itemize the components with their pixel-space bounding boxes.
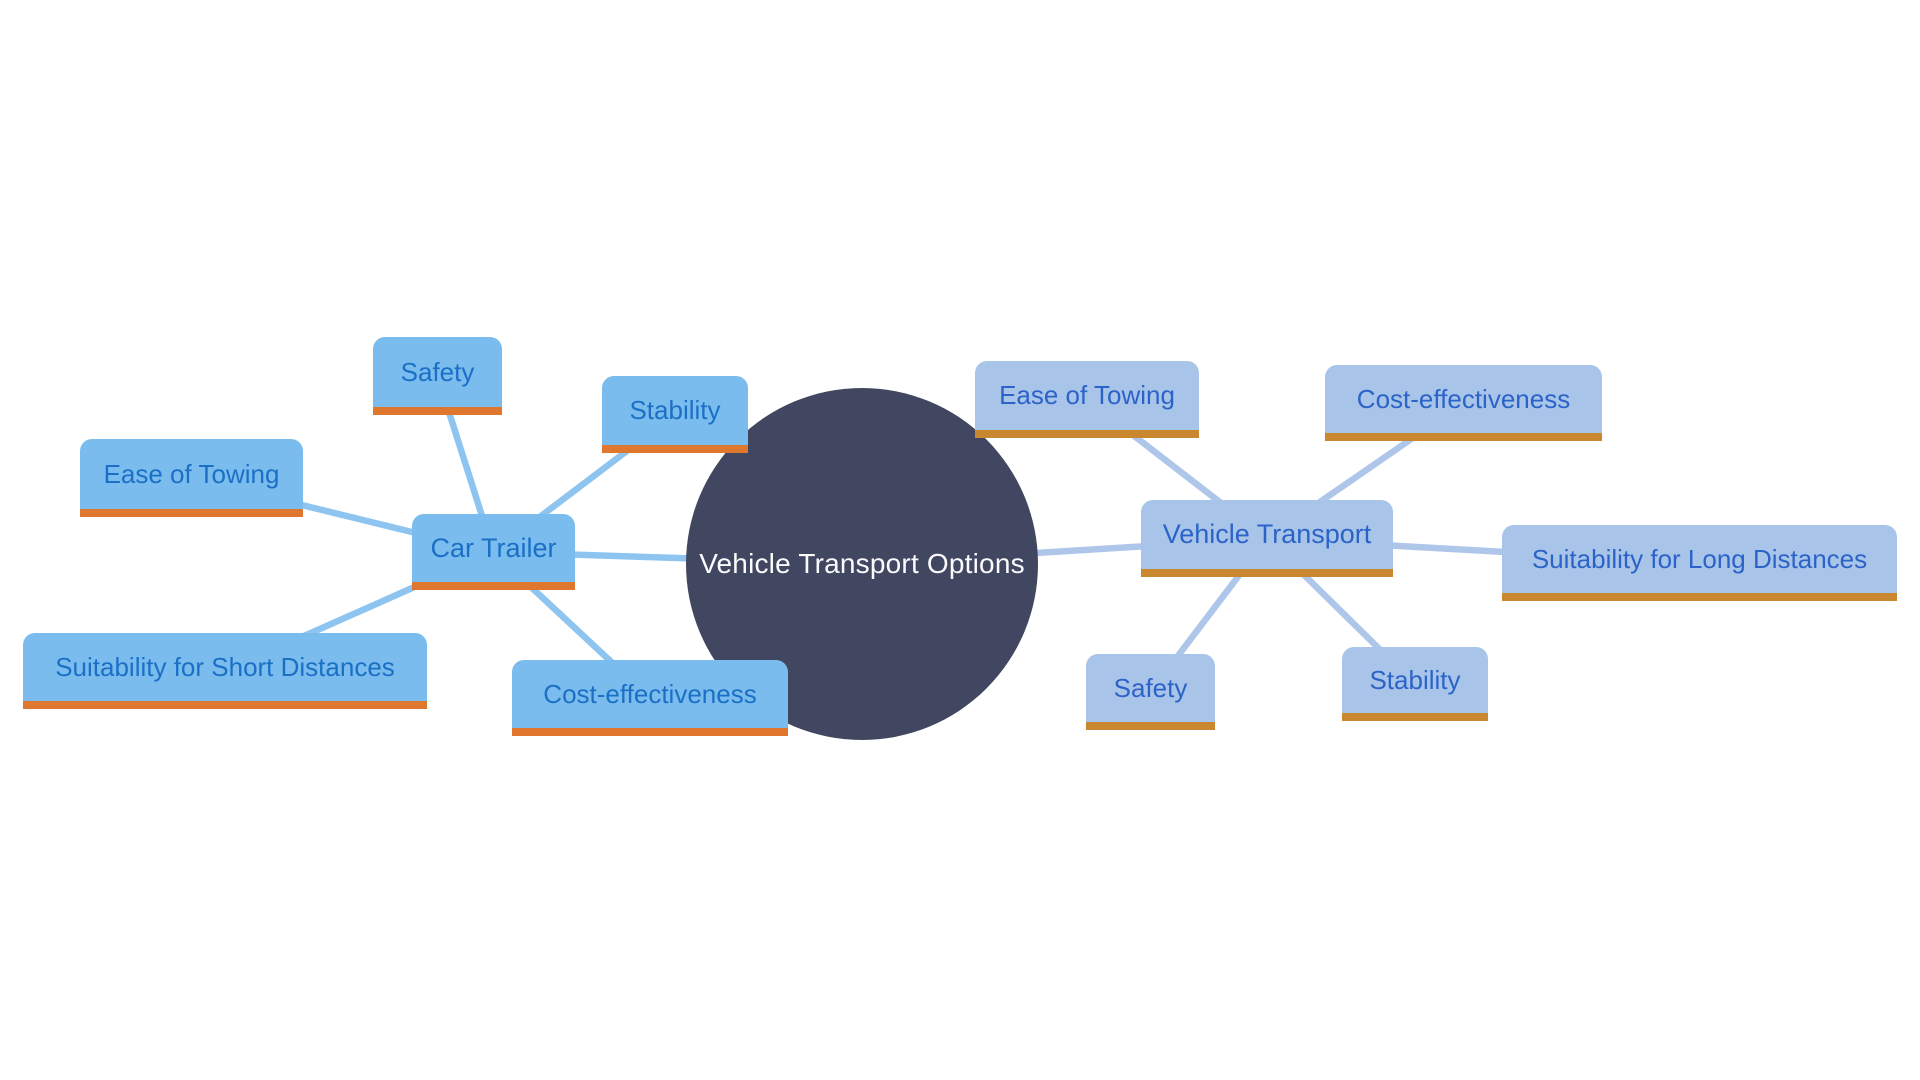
- node-cost-effectiveness-right: Cost-effectiveness: [1325, 365, 1602, 441]
- node-safety-right: Safety: [1086, 654, 1215, 730]
- node-suitability-for-short-distances: Suitability for Short Distances: [23, 633, 427, 709]
- node-ease-of-towing-left: Ease of Towing: [80, 439, 303, 517]
- node-ease-of-towing-right: Ease of Towing: [975, 361, 1199, 438]
- node-stability-right: Stability: [1342, 647, 1488, 721]
- node-suitability-for-long-distances: Suitability for Long Distances: [1502, 525, 1897, 601]
- node-vehicle-transport: Vehicle Transport: [1141, 500, 1393, 577]
- node-car-trailer: Car Trailer: [412, 514, 575, 590]
- central-topic-label: Vehicle Transport Options: [699, 548, 1025, 579]
- node-safety-left: Safety: [373, 337, 502, 415]
- node-cost-effectiveness-left: Cost-effectiveness: [512, 660, 788, 736]
- node-stability-left: Stability: [602, 376, 748, 453]
